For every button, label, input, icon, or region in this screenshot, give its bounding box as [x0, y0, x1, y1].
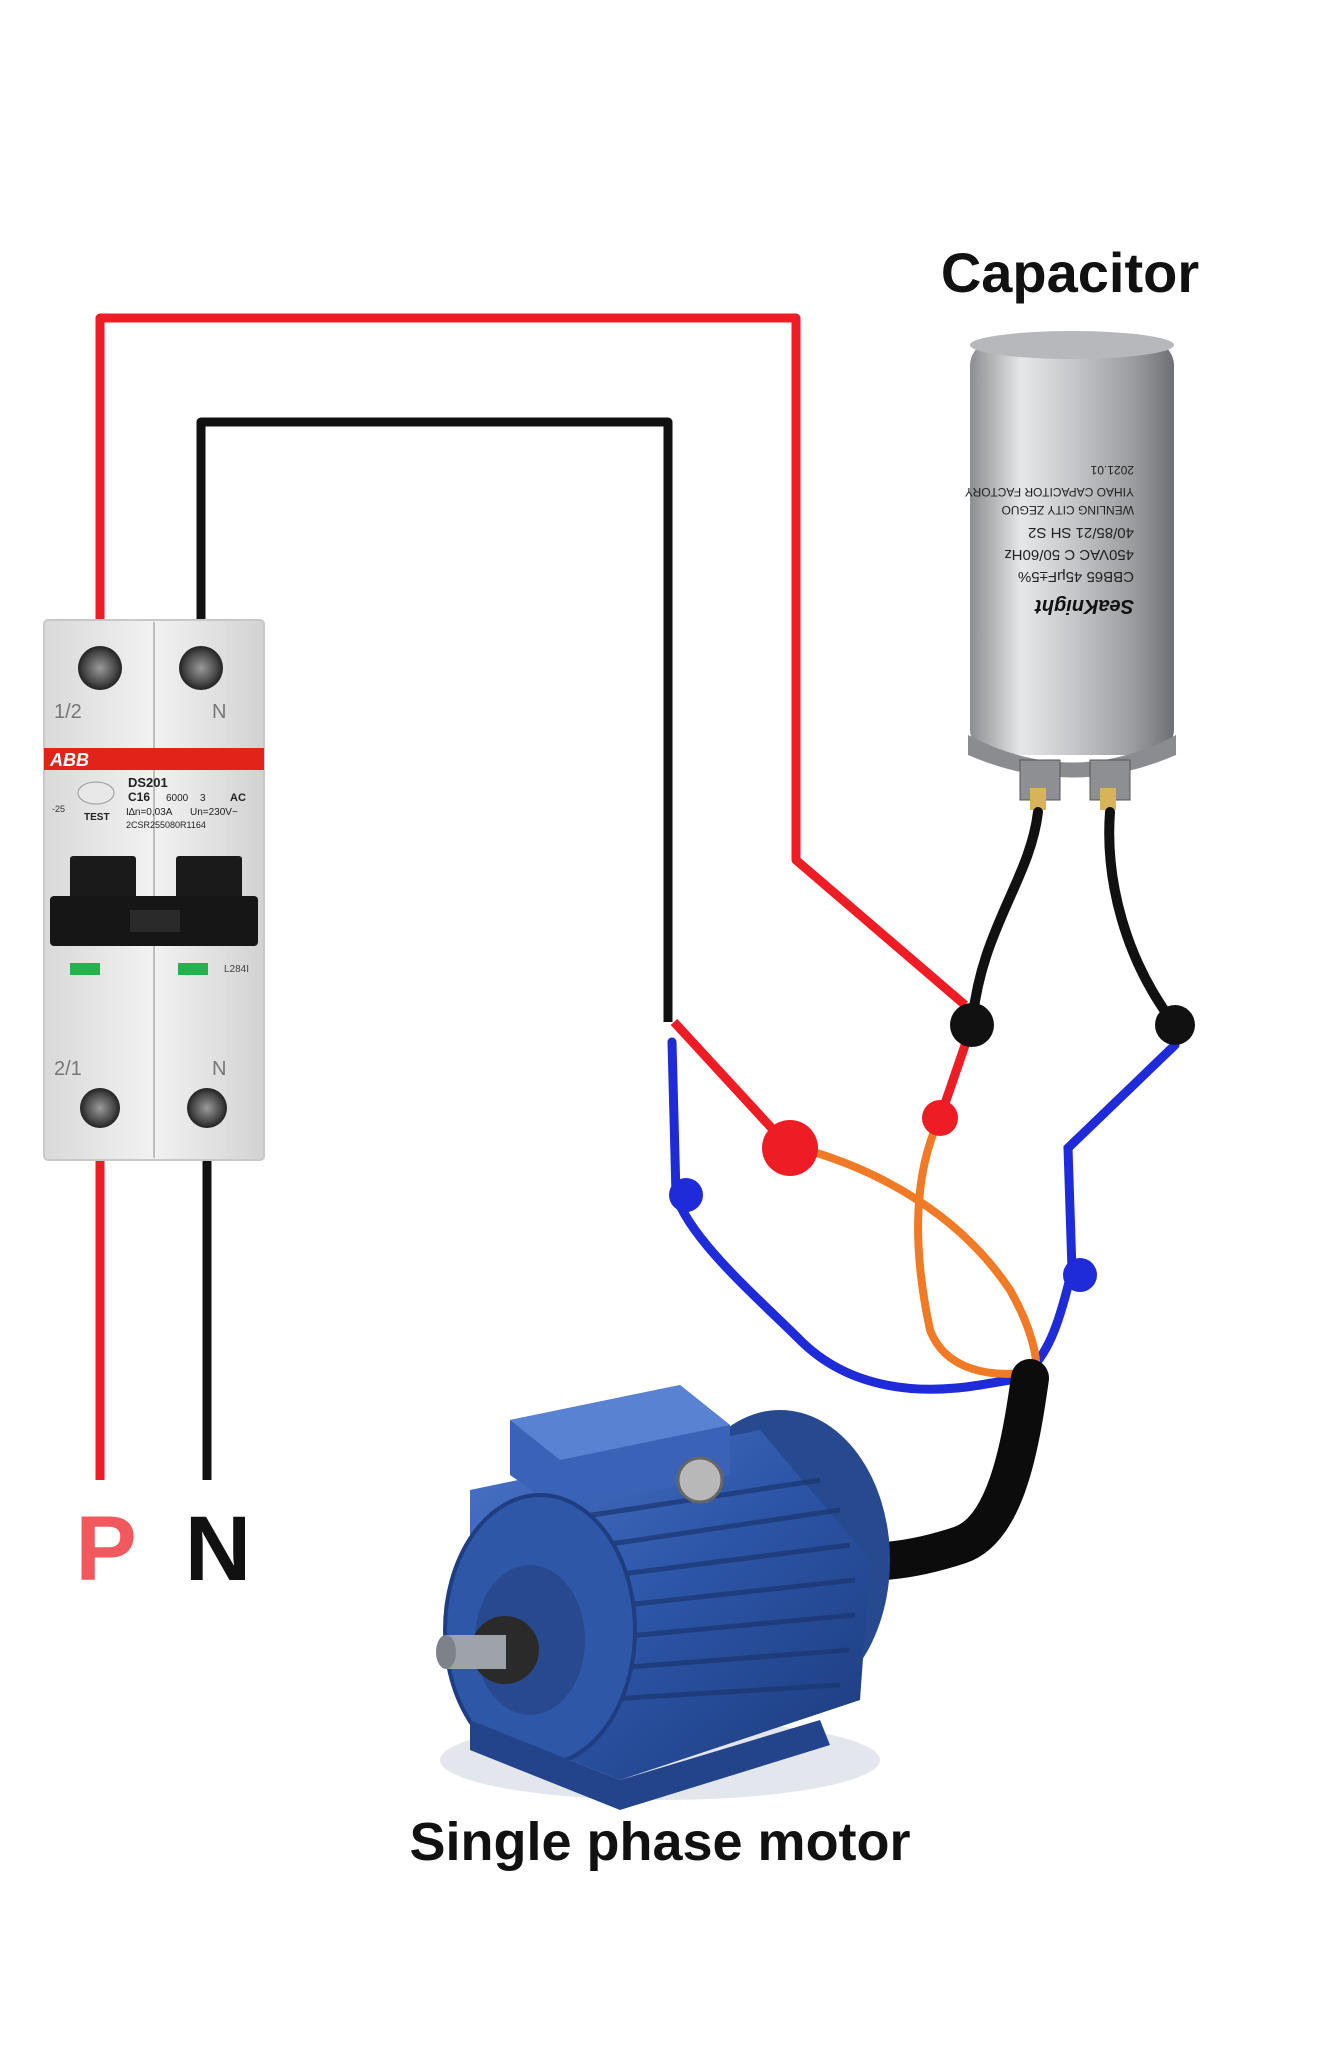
breaker-brand-logo: ABB — [49, 750, 89, 770]
svg-text:Un=230V~: Un=230V~ — [190, 807, 238, 818]
breaker-model: DS201 — [128, 775, 168, 790]
svg-text:L284I: L284I — [224, 964, 249, 975]
junction-cap-right — [1155, 1005, 1195, 1045]
svg-text:6000: 6000 — [166, 793, 189, 804]
svg-text:I∆n=0,03A: I∆n=0,03A — [126, 807, 173, 818]
breaker-top-left-label: 1/2 — [54, 701, 82, 723]
blue-wire-right — [1025, 1040, 1180, 1375]
status-indicator-right — [178, 963, 208, 975]
breaker-bottom-left-label: 2/1 — [54, 1058, 82, 1080]
svg-text:2CSR255080R1164: 2CSR255080R1164 — [126, 820, 206, 830]
svg-text:-25: -25 — [52, 804, 65, 814]
motor-leads — [667, 1018, 1180, 1394]
capacitor-lead-left — [967, 807, 1043, 1030]
svg-text:3: 3 — [200, 793, 206, 804]
svg-text:40/85/21 SH S2: 40/85/21 SH S2 — [1028, 524, 1134, 541]
rcbo-breaker: 1/2 N ABB TEST -25 DS201 C16 6000 3 AC I… — [43, 619, 265, 1161]
orange-wire-b — [914, 1114, 1034, 1378]
svg-text:AC: AC — [230, 792, 246, 804]
phase-label: P — [75, 1498, 136, 1600]
svg-text:YIHAO CAPACITOR FACTORY: YIHAO CAPACITOR FACTORY — [965, 485, 1134, 499]
cable-gland — [676, 1456, 724, 1504]
junction-blue-right — [1063, 1258, 1097, 1292]
neutral-label: N — [185, 1498, 251, 1600]
breaker-bottom-right-label: N — [212, 1058, 226, 1080]
svg-text:TEST: TEST — [84, 812, 110, 823]
svg-text:SeaKnight: SeaKnight — [1034, 595, 1134, 617]
phase-wire-top — [95, 313, 968, 1009]
supply-wires — [95, 313, 968, 1480]
single-phase-motor — [436, 1385, 890, 1810]
breaker-top-right-label: N — [212, 701, 226, 723]
svg-text:2021.01: 2021.01 — [1090, 463, 1134, 477]
neutral-wire-top — [196, 417, 673, 1022]
test-button — [77, 781, 115, 805]
capacitor-title: Capacitor — [941, 241, 1199, 304]
capacitor-lead-right — [1104, 807, 1180, 1030]
svg-text:WENLING CITY ZEGUO: WENLING CITY ZEGUO — [1002, 503, 1134, 517]
capacitor-label: SeaKnight CBB65 45μF±5% 450VAC C 50/60Hz… — [965, 463, 1134, 617]
bottom-terminal-phase — [80, 1088, 120, 1128]
junction-cap-left — [950, 1003, 994, 1047]
junction-phase-aux — [922, 1100, 958, 1136]
bottom-terminal-neutral — [187, 1088, 227, 1128]
breaker-rating: C16 — [128, 790, 150, 804]
phase-to-main-winding — [670, 1018, 794, 1152]
junction-blue-left — [669, 1178, 703, 1212]
blue-wire-left — [667, 1037, 1015, 1394]
orange-wire-a — [796, 1144, 1041, 1382]
run-capacitor: SeaKnight CBB65 45μF±5% 450VAC C 50/60Hz… — [965, 331, 1176, 810]
svg-text:CBB65 45μF±5%: CBB65 45μF±5% — [1018, 568, 1134, 585]
junction-phase-main — [762, 1120, 818, 1176]
top-terminal-phase — [78, 646, 122, 690]
top-terminal-neutral — [179, 646, 223, 690]
motor-title: Single phase motor — [409, 1812, 910, 1872]
status-indicator-left — [70, 963, 100, 975]
svg-text:450VAC C 50/60Hz: 450VAC C 50/60Hz — [1004, 546, 1134, 563]
